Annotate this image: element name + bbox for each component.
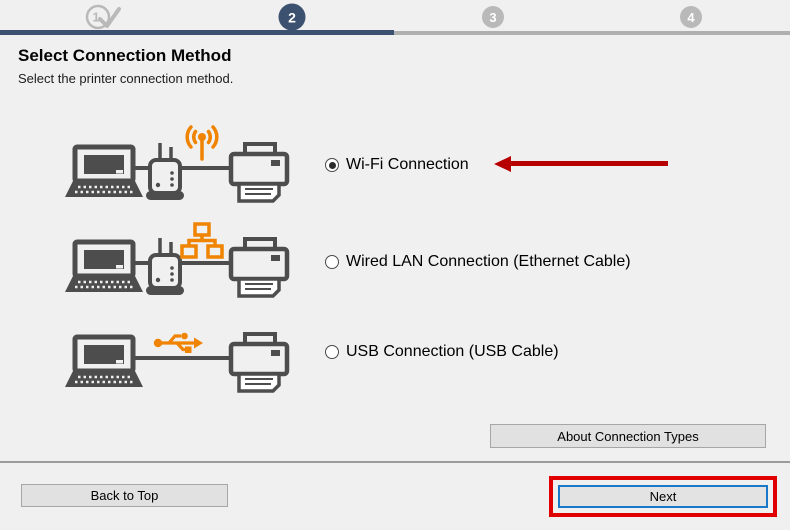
progress-bar-track bbox=[394, 31, 790, 35]
printer-icon bbox=[228, 332, 290, 393]
option-usb-connection[interactable]: USB Connection (USB Cable) bbox=[325, 342, 559, 362]
laptop-icon bbox=[65, 144, 143, 197]
printer-icon bbox=[228, 237, 290, 298]
annotation-highlight-box bbox=[549, 476, 777, 517]
annotation-arrow-icon bbox=[494, 156, 511, 172]
wired-lan-radio-button[interactable] bbox=[325, 255, 339, 269]
step-1-completed: 1 bbox=[85, 4, 121, 30]
page-title: Select Connection Method bbox=[18, 46, 232, 65]
step-4-upcoming: 4 bbox=[680, 6, 702, 28]
wifi-connection-diagram-icon bbox=[65, 125, 290, 203]
check-icon bbox=[98, 7, 121, 28]
router-icon bbox=[146, 238, 184, 295]
step-2-current: 2 bbox=[278, 3, 306, 31]
wifi-option-label[interactable]: Wi-Fi Connection bbox=[346, 156, 469, 173]
usb-radio-button[interactable] bbox=[325, 345, 339, 359]
printer-icon bbox=[228, 142, 290, 203]
step-indicator: 1 2 3 4 bbox=[0, 3, 790, 35]
ethernet-icon bbox=[180, 222, 224, 259]
option-wired-lan-connection[interactable]: Wired LAN Connection (Ethernet Cable) bbox=[325, 252, 631, 272]
about-connection-types-button[interactable]: About Connection Types bbox=[490, 424, 766, 448]
svg-text:3: 3 bbox=[489, 10, 496, 25]
annotation-arrow-line bbox=[509, 161, 668, 166]
usb-icon bbox=[153, 332, 203, 353]
page-subtitle: Select the printer connection method. bbox=[18, 71, 234, 86]
footer-divider bbox=[0, 461, 790, 463]
laptop-icon bbox=[65, 334, 143, 387]
wired-lan-option-label[interactable]: Wired LAN Connection (Ethernet Cable) bbox=[346, 253, 631, 270]
laptop-icon bbox=[65, 239, 143, 292]
option-wifi-connection[interactable]: Wi-Fi Connection bbox=[325, 155, 469, 175]
next-button[interactable]: Next bbox=[558, 485, 768, 508]
router-icon bbox=[146, 143, 184, 200]
progress-bar-active bbox=[0, 30, 394, 35]
usb-connection-diagram-icon bbox=[65, 332, 290, 393]
svg-text:4: 4 bbox=[687, 10, 695, 25]
svg-text:1: 1 bbox=[92, 10, 99, 25]
wired-lan-connection-diagram-icon bbox=[65, 222, 290, 298]
step-3-upcoming: 3 bbox=[482, 6, 504, 28]
back-to-top-button[interactable]: Back to Top bbox=[21, 484, 228, 507]
usb-option-label[interactable]: USB Connection (USB Cable) bbox=[346, 343, 559, 360]
wifi-radio-button[interactable] bbox=[325, 158, 339, 172]
wifi-icon bbox=[185, 125, 219, 161]
svg-text:2: 2 bbox=[288, 10, 296, 26]
